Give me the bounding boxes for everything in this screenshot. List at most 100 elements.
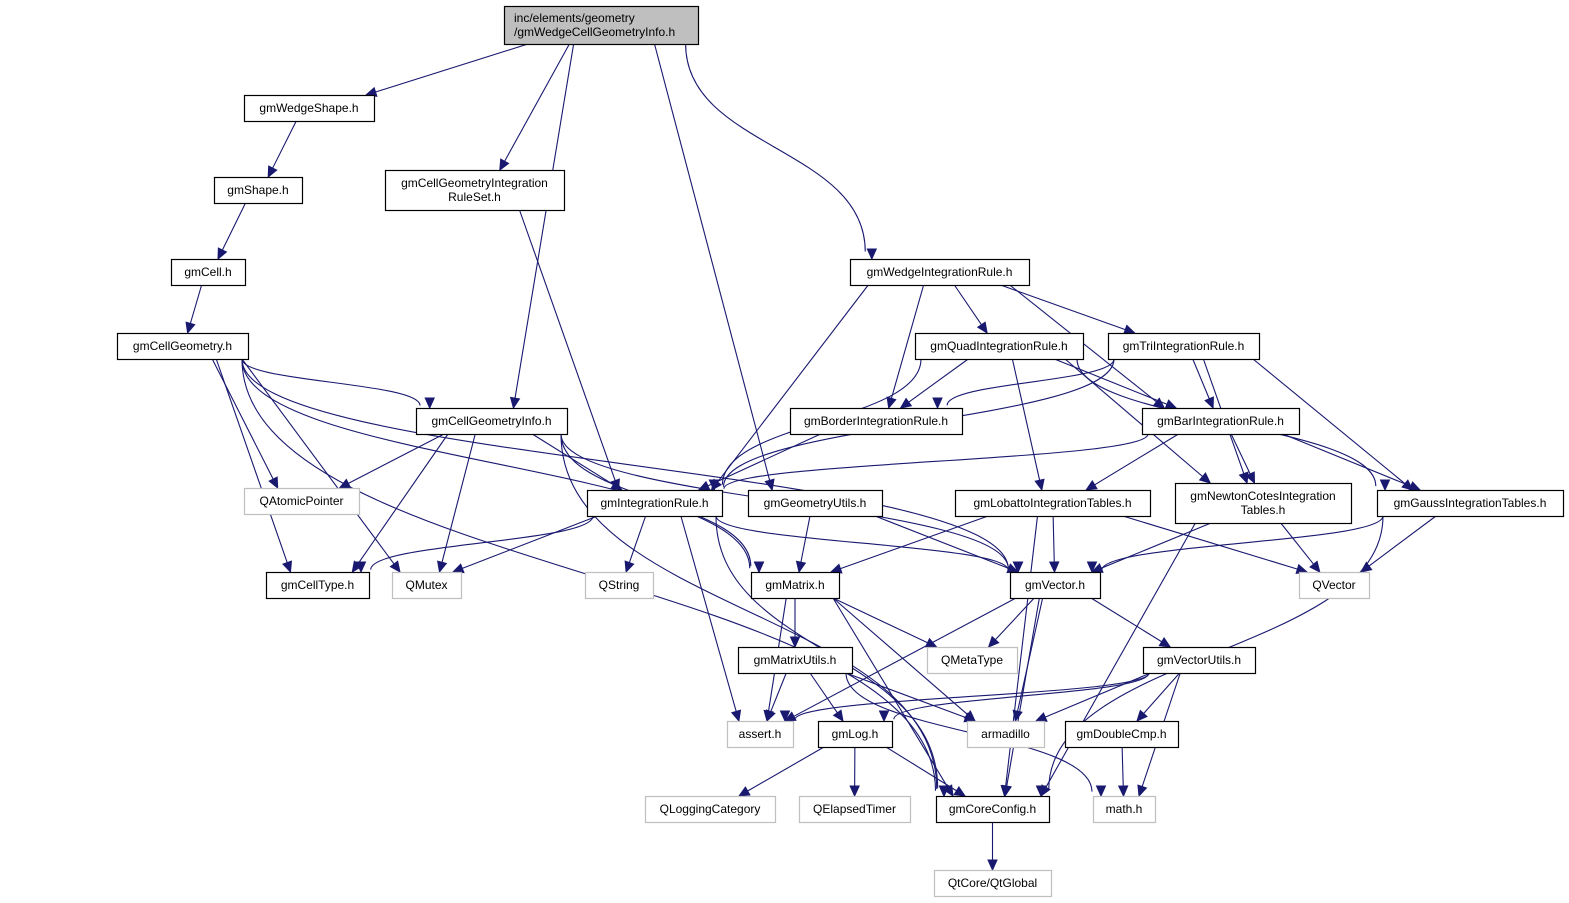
edge-lobatto-to-matrix: [840, 515, 989, 570]
arrowhead-coreconfig-to-qtglobal: [987, 859, 998, 872]
edge-quadintrule-to-borderintrule: [908, 358, 969, 403]
node-box: [849, 258, 1031, 287]
arrowhead-barintrule-to-newtoncotes: [1245, 471, 1256, 485]
node-label: gmBorderIntegrationRule.h: [804, 414, 948, 428]
edge-newtoncotes-to-vector: [1101, 522, 1212, 569]
node-doublecmp[interactable]: gmDoubleCmp.h: [1064, 720, 1180, 749]
edge-root-to-geomutils: [653, 43, 771, 481]
edge-barintrule-to-newtoncotes: [1230, 433, 1251, 475]
node-label: QtCore/QtGlobal: [948, 876, 1037, 890]
node-shape[interactable]: gmShape.h: [213, 176, 304, 205]
node-wedgeshape[interactable]: gmWedgeShape.h: [243, 94, 376, 123]
node-cellgeominfo[interactable]: gmCellGeometryInfo.h: [415, 407, 569, 436]
arrowhead-vector-to-armadillo: [1012, 709, 1023, 723]
node-label: math.h: [1106, 802, 1143, 816]
edge-triintrule-to-gauss: [1252, 358, 1406, 485]
arrowhead-matrix-to-matrixutils: [789, 636, 801, 649]
node-label: gmVectorUtils.h: [1157, 653, 1241, 667]
edge-cgirs-to-intrule: [518, 209, 616, 481]
node-box: [503, 5, 700, 46]
node-box: [391, 571, 463, 600]
edge-matrixutils-to-asserth: [770, 672, 787, 712]
edge-cellgeometry-to-cellgeominfo: [241, 358, 421, 406]
node-label: gmWedgeIntegrationRule.h: [867, 265, 1013, 279]
node-gauss[interactable]: gmGaussIntegrationTables.h: [1376, 489, 1565, 518]
node-cellgeometry[interactable]: gmCellGeometry.h: [116, 332, 250, 361]
node-vectorutils[interactable]: gmVectorUtils.h: [1142, 646, 1257, 675]
node-label: gmTriIntegrationRule.h: [1123, 339, 1245, 353]
arrowhead-barintrule-to-lobatto: [1085, 480, 1098, 491]
arrowhead-vectorutils-to-mathh: [1137, 784, 1148, 798]
edge-intrule-to-asserth: [680, 515, 737, 712]
edge-log-to-qloggingcategory: [747, 746, 825, 792]
node-box: [415, 407, 569, 436]
node-box: [1092, 795, 1157, 824]
arrowhead-cellgeominfo-to-matrix: [753, 561, 765, 574]
edge-cellgeometry-to-matrix: [241, 358, 751, 569]
node-qatomicpointer: QAtomicPointer: [243, 487, 361, 516]
node-coreconfig[interactable]: gmCoreConfig.h: [935, 795, 1051, 824]
node-log[interactable]: gmLog.h: [817, 720, 894, 749]
arrowhead-cellgeominfo-to-qmutex: [437, 560, 448, 574]
arrowhead-vectorutils-to-asserth: [779, 710, 791, 723]
node-geomutils[interactable]: gmGeometryUtils.h: [747, 489, 884, 518]
node-celltype[interactable]: gmCellType.h: [265, 571, 371, 600]
node-box: [1174, 482, 1353, 525]
node-lobatto[interactable]: gmLobattoIntegrationTables.h: [954, 489, 1152, 518]
node-quadintrule[interactable]: gmQuadIntegrationRule.h: [914, 332, 1085, 361]
node-qmutex: QMutex: [391, 571, 463, 600]
node-box: [935, 795, 1051, 824]
node-label: gmGaussIntegrationTables.h: [1394, 496, 1547, 510]
node-label: QMetaType: [941, 653, 1003, 667]
node-matrix[interactable]: gmMatrix.h: [750, 571, 841, 600]
edge-triintrule-to-borderintrule: [946, 358, 1115, 406]
node-wedgeintrule[interactable]: gmWedgeIntegrationRule.h: [849, 258, 1031, 287]
arrowhead-vector-to-coreconfig: [1001, 784, 1012, 798]
edge-lobatto-to-qvector: [1122, 515, 1298, 570]
node-label: armadillo: [981, 727, 1030, 741]
node-box: [926, 646, 1019, 675]
edge-doublecmp-to-mathh: [1121, 746, 1124, 787]
node-box: [789, 407, 964, 436]
arrowhead-vector-to-asserth: [783, 711, 797, 722]
node-label: gmWedgeShape.h: [259, 101, 358, 115]
node-label: inc/elements/geometry: [514, 11, 635, 25]
edge-matrixutils-to-armadillo: [845, 672, 966, 719]
node-box: [1142, 646, 1257, 675]
node-box: [747, 489, 884, 518]
edge-intrule-to-qstring: [628, 515, 647, 563]
node-label: Tables.h: [1241, 503, 1286, 517]
node-box: [726, 720, 795, 749]
arrowhead-vectorutils-to-armadillo: [1034, 712, 1048, 722]
node-barintrule[interactable]: gmBarIntegrationRule.h: [1141, 407, 1301, 436]
arrowhead-geomutils-to-matrix: [795, 560, 807, 574]
arrowhead-root-to-wedgeintrule: [866, 248, 878, 261]
node-triintrule[interactable]: gmTriIntegrationRule.h: [1107, 332, 1261, 361]
arrowhead-vector-to-qmetatype: [987, 635, 1000, 648]
edge-wedgeshape-to-shape: [272, 120, 297, 169]
edge-newtoncotes-to-qvector: [1280, 522, 1315, 565]
node-label: gmCoreConfig.h: [949, 802, 1036, 816]
arrowhead-cellgeometry-to-qmutex: [389, 560, 401, 573]
edge-vectorutils-to-doublecmp: [1143, 672, 1181, 714]
node-armadillo: armadillo: [966, 720, 1046, 749]
arrowhead-quadintrule-to-newtoncotes: [1198, 472, 1212, 484]
node-intrule[interactable]: gmIntegrationRule.h: [586, 489, 724, 518]
arrowhead-quadintrule-to-barintrule: [1164, 399, 1178, 409]
node-matrixutils[interactable]: gmMatrixUtils.h: [737, 646, 854, 675]
arrowhead-triintrule-to-barintrule: [1204, 396, 1214, 410]
edge-root-to-cellgeominfo: [514, 43, 575, 399]
node-cell[interactable]: gmCell.h: [170, 258, 247, 287]
node-vector[interactable]: gmVector.h: [1009, 571, 1102, 600]
node-root[interactable]: inc/elements/geometry/gmWedgeCellGeometr…: [503, 5, 700, 46]
node-borderintrule[interactable]: gmBorderIntegrationRule.h: [789, 407, 964, 436]
node-label: gmCell.h: [184, 265, 231, 279]
edge-log-to-coreconfig: [885, 746, 957, 792]
node-box: [1298, 571, 1371, 600]
edge-lobatto-to-vector: [1052, 515, 1055, 563]
arrowhead-barintrule-to-gauss: [1408, 481, 1422, 491]
node-label: gmCellGeometryInfo.h: [431, 414, 551, 428]
arrowhead-quadintrule-to-borderintrule: [899, 397, 913, 409]
